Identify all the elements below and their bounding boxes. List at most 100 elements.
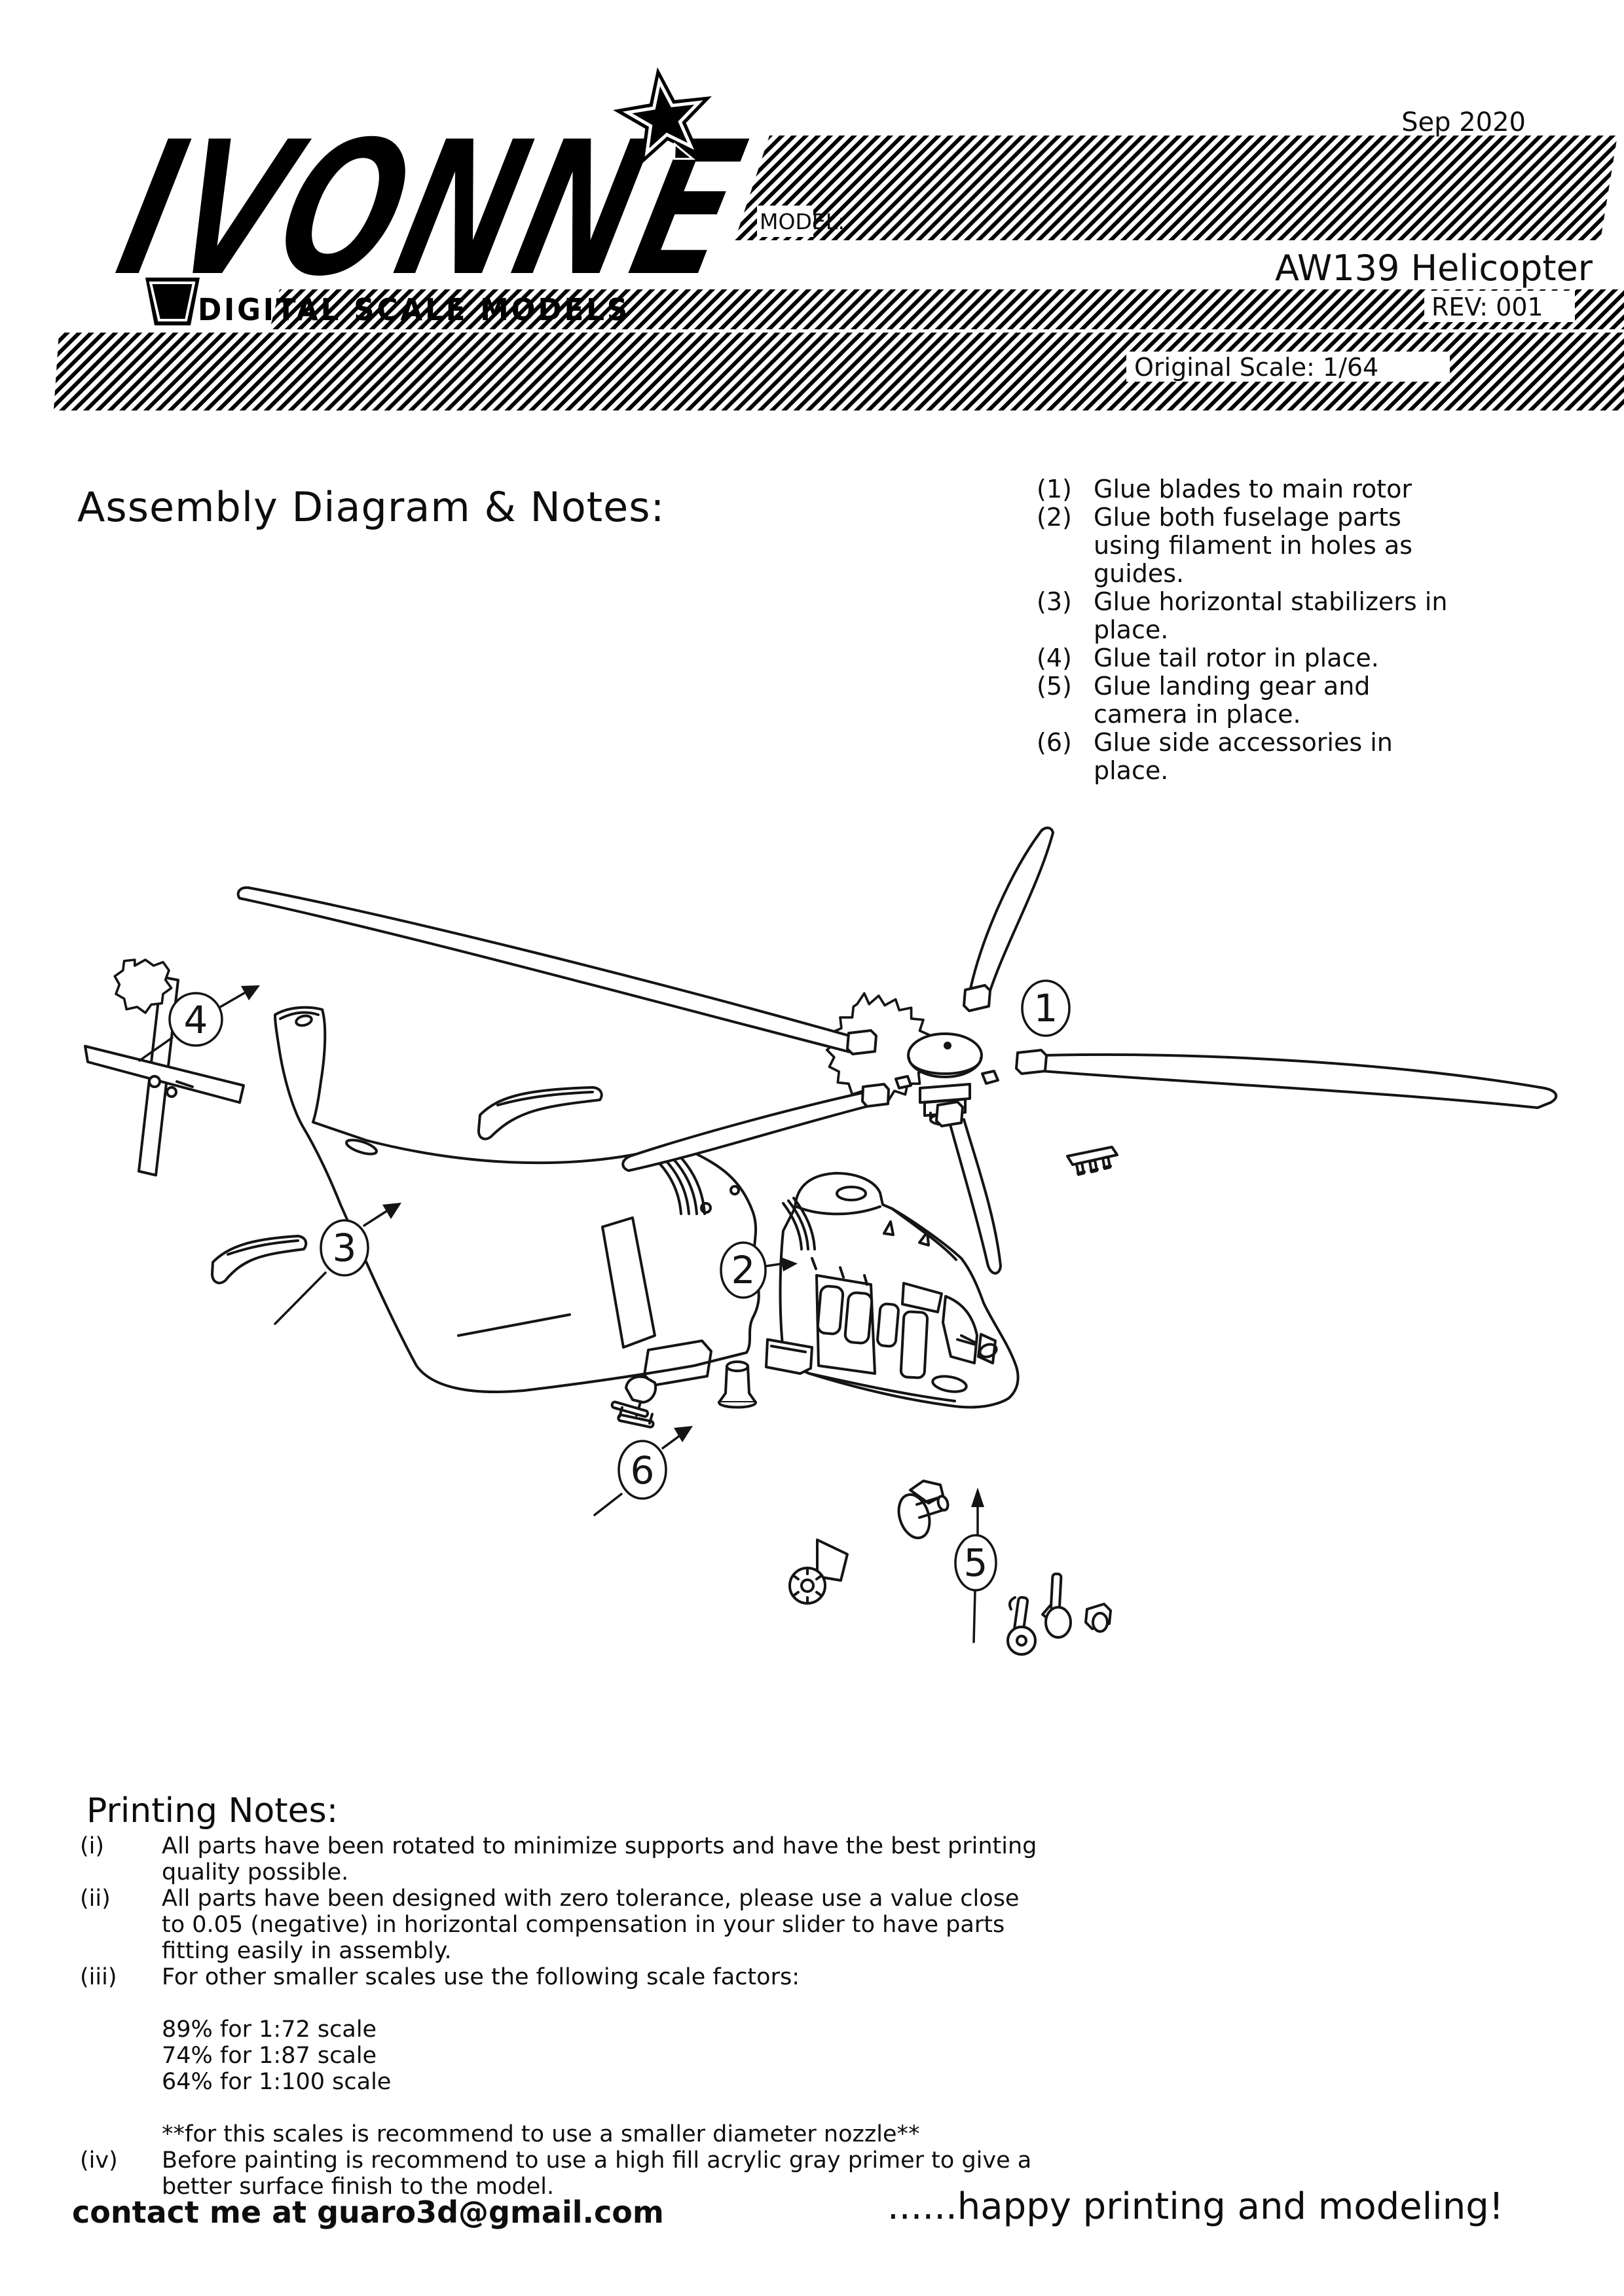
callout-3-label: 3 <box>333 1226 357 1270</box>
callout-2-circle <box>720 1241 767 1299</box>
fin-hole <box>295 1014 313 1027</box>
note-number: (6) <box>1037 728 1072 757</box>
note-number: (1) <box>1037 475 1072 503</box>
note-text: All parts have been rotated to minimize … <box>162 1833 1037 1886</box>
printing-title: Printing Notes: <box>86 1791 339 1831</box>
model-label-box <box>757 206 813 237</box>
header-labels: Sep 2020 MODEL: AW139 Helicopter REV: 00… <box>757 107 1593 382</box>
date-label: Sep 2020 <box>1401 107 1526 137</box>
note-number: (ii) <box>80 1886 111 1912</box>
callout-2-label: 2 <box>731 1248 756 1292</box>
note-number: (iii) <box>80 1964 117 1990</box>
nose-light <box>978 1343 998 1358</box>
scale-label: Original Scale: 1/64 <box>1134 353 1378 382</box>
pitot-tube-1 <box>610 1400 650 1418</box>
handle-part <box>1066 1146 1118 1176</box>
callout-numbers: 1 2 3 4 5 6 <box>184 986 1058 1585</box>
note-number: (3) <box>1037 587 1072 616</box>
blade-upper-left <box>236 886 855 1054</box>
note-number: (4) <box>1037 644 1072 672</box>
printing-notes-list: (i) All parts have been rotated to minim… <box>80 1833 1049 2200</box>
rotor-blades <box>236 826 1558 1275</box>
callouts <box>138 979 1071 1643</box>
note-number: (5) <box>1037 672 1072 701</box>
assembly-note-row: (5) Glue landing gear and camera in plac… <box>1037 672 1488 729</box>
printing-note-row: (iv) Before painting is recommend to use… <box>80 2147 1049 2200</box>
scale-factor: 89% for 1:72 scale <box>162 2016 377 2043</box>
tail-rotor-part <box>84 958 245 1176</box>
assembly-note-row: (1) Glue blades to main rotor <box>1037 475 1488 503</box>
antenna-fin <box>625 1375 657 1404</box>
brand-logo: IVONNE IVONNE DIGITAL SCALE MODELS <box>97 67 765 327</box>
model-name: AW139 Helicopter <box>1275 247 1593 289</box>
rev-label: REV: 001 <box>1431 293 1543 321</box>
star-icon <box>613 67 712 166</box>
note-text: Glue blades to main rotor <box>1094 475 1412 503</box>
band-rev <box>270 289 1624 329</box>
blade-right <box>1041 1053 1558 1109</box>
boom-vent <box>345 1139 378 1156</box>
note-text: Before painting is recommend to use a hi… <box>162 2147 1032 2200</box>
note-text: Glue side accessories in place. <box>1094 728 1393 785</box>
scale-factor: 64% for 1:100 scale <box>162 2069 392 2095</box>
rev-box <box>1424 291 1575 322</box>
assembly-diagram: 1 2 3 4 5 6 <box>84 826 1558 1656</box>
assembly-title: Assembly Diagram & Notes: <box>77 483 665 531</box>
note-number: (2) <box>1037 503 1072 532</box>
printing-note-row: (i) All parts have been rotated to minim… <box>80 1833 1049 1886</box>
callout-6-label: 6 <box>631 1448 655 1493</box>
callout-3-circle <box>320 1219 369 1277</box>
chin-intake <box>931 1375 968 1393</box>
printing-note-row: (iii) For other smaller scales use the f… <box>80 1964 1049 1990</box>
footer-tagline: ......happy printing and modeling! <box>887 2185 1504 2228</box>
camera-part <box>897 1480 950 1540</box>
nozzle-note: **for this scales is recommend to use a … <box>162 2121 920 2147</box>
scale-box <box>1126 352 1450 382</box>
callout-4-label: 4 <box>184 998 208 1042</box>
note-text: For other smaller scales use the followi… <box>162 1964 800 1990</box>
scale-factors: 89% for 1:72 scale 74% for 1:87 scale 64… <box>162 2016 1049 2095</box>
scale-factor: 74% for 1:87 scale <box>162 2043 377 2069</box>
arrow-5 <box>971 1487 984 1507</box>
note-text: Glue horizontal stabilizers in place. <box>1094 587 1448 644</box>
arrow-2 <box>781 1257 798 1271</box>
printing-note-row: (ii) All parts have been designed with z… <box>80 1886 1049 1964</box>
callout-5-circle <box>954 1534 997 1592</box>
note-text: Glue landing gear and camera in place. <box>1094 672 1371 729</box>
logo-v-foot-line <box>149 282 196 321</box>
band-model <box>735 136 1617 240</box>
arrow-3 <box>382 1203 401 1219</box>
note-text: All parts have been designed with zero t… <box>162 1886 1020 1964</box>
landing-gear-parts <box>788 1539 1112 1656</box>
note-number: (iv) <box>80 2147 118 2174</box>
stabilizer-b <box>211 1235 308 1285</box>
arrow-6 <box>674 1426 693 1442</box>
stabilizer-a <box>477 1086 603 1140</box>
arrow-4 <box>241 985 260 1000</box>
front-fuselage-part <box>765 1172 1020 1409</box>
blade-lower-left <box>621 1091 868 1172</box>
callout-6-circle <box>618 1440 667 1500</box>
brand-tagline: DIGITAL SCALE MODELS <box>198 292 630 327</box>
model-label: MODEL: <box>760 209 845 234</box>
assembly-note-row: (2) Glue both fuselage parts using filam… <box>1037 503 1488 588</box>
callout-4-circle <box>168 992 223 1047</box>
note-number: (i) <box>80 1833 105 1859</box>
blade-top <box>969 826 1054 1004</box>
side-accessories <box>610 1360 757 1429</box>
assembly-note-row: (6) Glue side accessories in place. <box>1037 729 1488 785</box>
rear-fuselage-part <box>274 1006 760 1393</box>
assembly-notes-list: (1) Glue blades to main rotor (2) Glue b… <box>1037 475 1488 785</box>
callout-1-label: 1 <box>1034 986 1058 1030</box>
assembly-note-row: (4) Glue tail rotor in place. <box>1037 644 1488 672</box>
assembly-note-row: (3) Glue horizontal stabilizers in place… <box>1037 588 1488 644</box>
callout-5-label: 5 <box>964 1540 988 1585</box>
callout-1-circle <box>1021 979 1071 1037</box>
note-text: Glue tail rotor in place. <box>1094 644 1379 672</box>
stabilizer-parts <box>211 1086 603 1285</box>
roof-hole <box>836 1186 867 1201</box>
blade-lower-right <box>948 1118 1002 1275</box>
note-text: Glue both fuselage parts using filament … <box>1094 503 1412 588</box>
